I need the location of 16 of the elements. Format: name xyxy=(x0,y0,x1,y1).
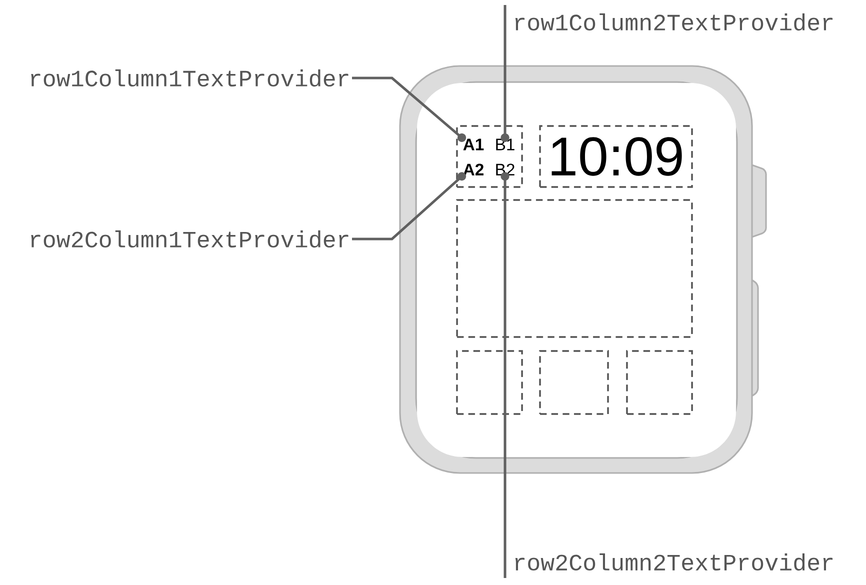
dashed-box xyxy=(456,199,693,338)
dashed-box xyxy=(539,350,609,415)
callout-label: row2Column2TextProvider xyxy=(515,553,832,571)
slot-label: A1 xyxy=(463,138,484,150)
dashed-box xyxy=(456,125,523,188)
dashed-box xyxy=(626,350,693,415)
callout-label: row1Column1TextProvider xyxy=(31,69,348,87)
dashed-box xyxy=(456,350,523,415)
slot-label: A2 xyxy=(463,164,484,176)
leader-line xyxy=(500,5,510,142)
time-box: 10:09 xyxy=(539,125,693,188)
leader-line xyxy=(500,172,510,578)
leader-line xyxy=(352,76,466,142)
callout-label: row2Column1TextProvider xyxy=(31,230,348,248)
leader-line xyxy=(352,172,466,240)
callout-label: row1Column2TextProvider xyxy=(515,13,832,31)
